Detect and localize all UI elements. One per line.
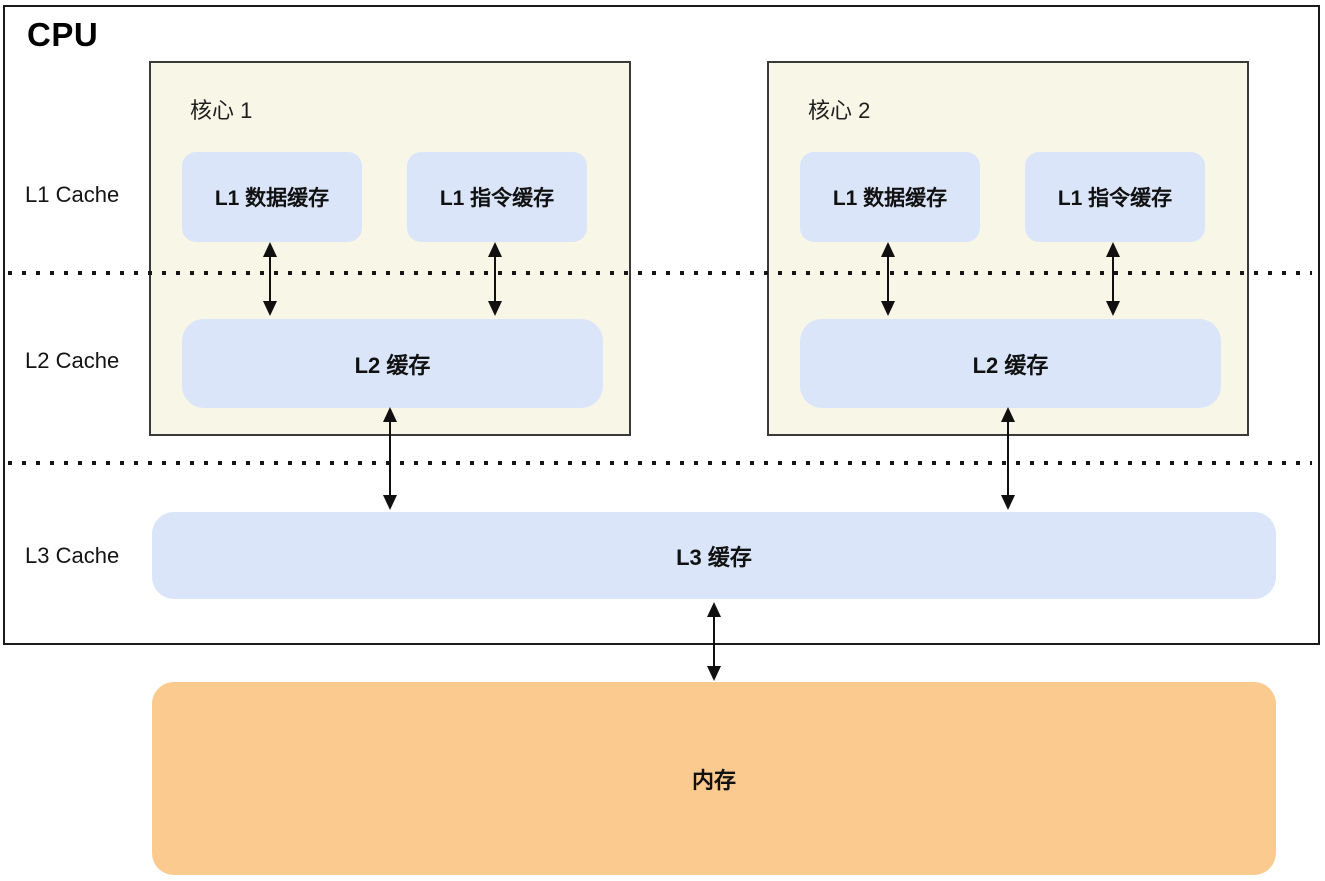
row-label-l2-cache: L2 Cache <box>25 348 120 373</box>
core-1-l1-data-cache-box: L1 数据缓存 <box>182 152 362 242</box>
cpu-title: CPU <box>27 16 99 53</box>
memory-box: 内存 <box>152 682 1276 875</box>
l1-l2-dotted-separator <box>8 271 1312 275</box>
core-1-box: 核心 1 L1 数据缓存 L1 指令缓存 L2 缓存 <box>149 61 631 436</box>
core-2-l2-cache-label: L2 缓存 <box>972 352 1049 378</box>
core-2-l2-cache-box: L2 缓存 <box>800 319 1221 408</box>
core-2-l1-data-cache-box: L1 数据缓存 <box>800 152 980 242</box>
core-1-l1-data-cache-label: L1 数据缓存 <box>214 187 330 210</box>
core-2-box: 核心 2 L1 数据缓存 L1 指令缓存 L2 缓存 <box>767 61 1249 436</box>
core-1-l1-instr-cache-label: L1 指令缓存 <box>439 187 555 210</box>
core-1-title: 核心 1 <box>190 98 253 123</box>
l3-cache-label: L3 缓存 <box>676 544 752 570</box>
l3-cache-box: L3 缓存 <box>152 512 1276 599</box>
core-1-l1-instr-cache-box: L1 指令缓存 <box>407 152 587 242</box>
core-1-l2-cache-label: L2 缓存 <box>354 352 431 378</box>
core-2-l1-data-cache-label: L1 数据缓存 <box>832 187 948 210</box>
memory-label: 内存 <box>691 767 736 793</box>
core-2-l1-instr-cache-label: L1 指令缓存 <box>1057 187 1173 210</box>
row-label-l3-cache: L3 Cache <box>25 543 120 568</box>
l2-l3-dotted-separator <box>8 461 1312 465</box>
row-label-l1-cache: L1 Cache <box>25 182 120 207</box>
core-2-title: 核心 2 <box>808 98 871 123</box>
core-1-l2-cache-box: L2 缓存 <box>182 319 603 408</box>
core-2-l1-instr-cache-box: L1 指令缓存 <box>1025 152 1205 242</box>
